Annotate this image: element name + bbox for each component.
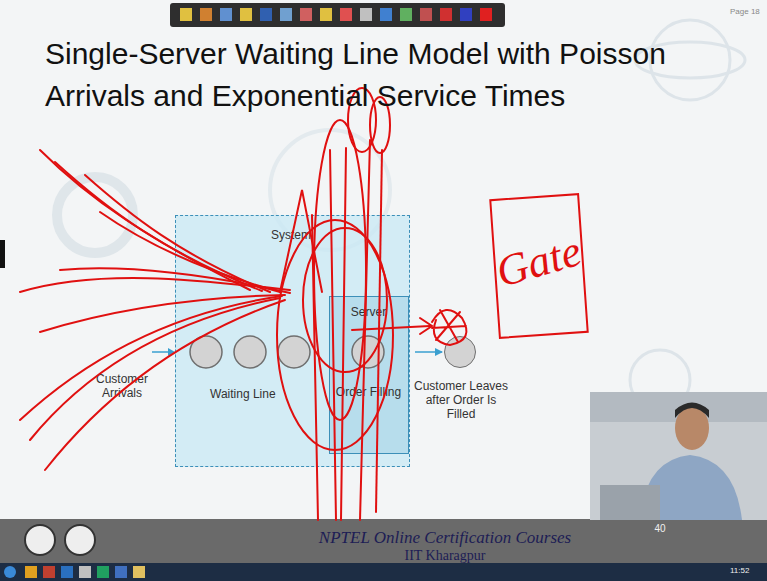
toolbar-icon — [220, 8, 232, 21]
waiting-customer — [234, 336, 266, 368]
ink-stroke — [30, 298, 280, 440]
edge-mark — [0, 240, 5, 268]
taskbar-icon — [79, 566, 91, 578]
presenter-video — [590, 392, 767, 520]
ink-stroke — [60, 268, 290, 293]
toolbar-icon — [440, 8, 452, 21]
toolbar-icon — [240, 8, 252, 21]
taskbar-icon — [43, 566, 55, 578]
slide-label: Customer Arrivals — [92, 372, 152, 400]
toolbar-icon — [260, 8, 272, 21]
start-button — [4, 566, 16, 578]
slide-label: Page 18 — [730, 7, 766, 17]
slide-title: Single-Server Waiting Line Model with Po… — [45, 33, 745, 117]
ink-stroke — [341, 148, 346, 520]
taskbar — [0, 563, 767, 581]
ink-ellipse — [303, 228, 387, 372]
toolbar-icon — [420, 8, 432, 21]
ink-stroke — [330, 150, 336, 520]
slide-label: NPTEL Online Certification Courses — [290, 528, 600, 548]
ink-ellipse — [314, 120, 366, 420]
ink-stroke — [85, 175, 270, 292]
toolbar-icon — [460, 8, 472, 21]
node-label: Gate — [490, 225, 587, 299]
taskbar-icon — [97, 566, 109, 578]
presenter-desk — [600, 485, 660, 520]
gear-watermark — [57, 177, 133, 253]
toolbar-icon — [180, 8, 192, 21]
ink-stroke — [45, 300, 285, 470]
taskbar-icon — [25, 566, 37, 578]
toolbar-icon — [400, 8, 412, 21]
ink-scribble — [432, 310, 466, 345]
waiting-customer — [278, 336, 310, 368]
server-box: ServerOrder Filling — [329, 296, 409, 454]
slide-label: Waiting Line — [210, 387, 310, 401]
taskbar-icon — [133, 566, 145, 578]
toolbar-icon — [480, 8, 492, 21]
toolbar-icon — [280, 8, 292, 21]
slide-label: 40 — [645, 523, 675, 535]
ink-stroke — [376, 150, 382, 512]
arrival-arrow — [152, 351, 168, 353]
footer-band — [0, 519, 767, 563]
slide-label: 11:52 — [730, 566, 766, 576]
taskbar-icon — [61, 566, 73, 578]
flow-arrow — [415, 351, 442, 353]
pen-toolbar — [170, 3, 505, 27]
iit-logo — [25, 525, 55, 555]
node-label: Order Filling — [330, 385, 407, 399]
presenter-hair — [675, 403, 709, 419]
ink-arrow — [420, 318, 432, 334]
nptel-logo — [65, 525, 95, 555]
gate-annotation: Gate — [489, 193, 589, 339]
toolbar-icon — [360, 8, 372, 21]
toolbar-icon — [320, 8, 332, 21]
ink-ellipse — [277, 220, 393, 450]
ink-arrow — [352, 326, 430, 330]
toolbar-icon — [300, 8, 312, 21]
node-label: Server — [330, 305, 407, 319]
toolbar-icon — [340, 8, 352, 21]
slide-label: IIT Kharagpur — [345, 547, 545, 564]
toolbar-icon — [380, 8, 392, 21]
ink-stroke — [20, 296, 282, 420]
toolbar-icon — [200, 8, 212, 21]
node-label: Customer Leaves after Order Is Filled — [413, 379, 509, 421]
taskbar-icon — [115, 566, 127, 578]
